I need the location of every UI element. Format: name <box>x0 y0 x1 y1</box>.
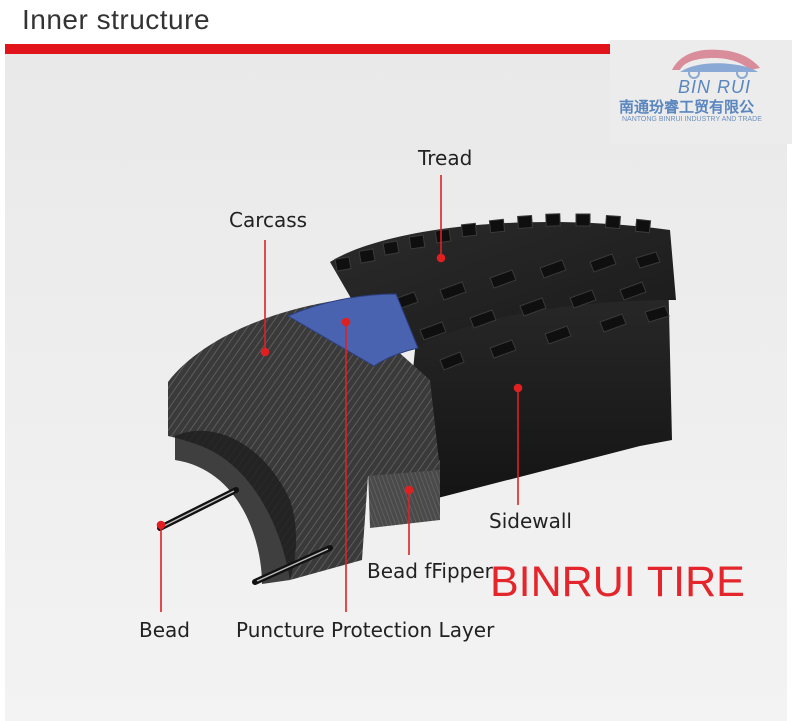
logo-brand-text: BIN RUI <box>678 77 752 97</box>
label-tread: Tread <box>418 146 473 170</box>
label-sidewall: Sidewall <box>489 509 572 533</box>
car-logo-icon <box>672 49 760 79</box>
leader-lines <box>156 175 523 612</box>
logo-company-en: NANTONG BINRUI INDUSTRY AND TRADE <box>622 116 762 123</box>
carcass-inner <box>175 430 297 584</box>
bead-wires <box>157 487 333 585</box>
label-carcass: Carcass <box>229 208 308 232</box>
label-bead-flipper: Bead fFipper <box>367 559 493 583</box>
brand-watermark: BINRUI TIRE <box>490 558 745 606</box>
page-title: Inner structure <box>22 4 211 35</box>
bead-flipper-shape <box>368 460 440 528</box>
carcass-shape <box>168 300 440 580</box>
label-puncture-layer: Puncture Protection Layer <box>236 618 495 642</box>
puncture-layer-shape <box>286 293 419 367</box>
logo-company-cn: 南通玢睿工贸有限公 <box>619 98 755 116</box>
tread-knobs <box>334 213 670 371</box>
label-bead: Bead <box>139 618 190 642</box>
company-logo <box>610 40 792 144</box>
title-underline-bar <box>5 44 610 54</box>
